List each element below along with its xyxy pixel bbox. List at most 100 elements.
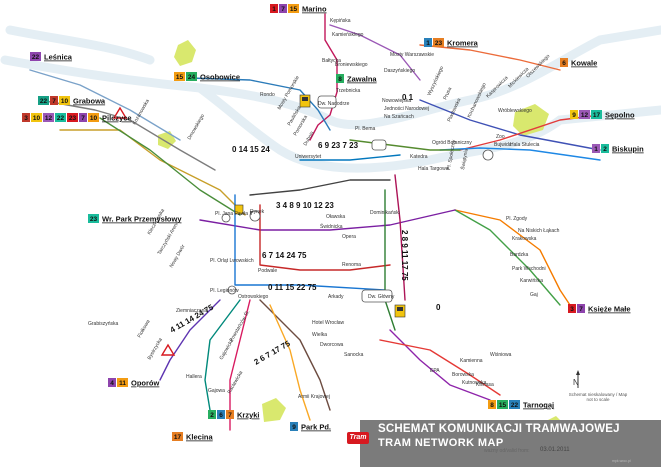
stop-label: Karwińska (520, 278, 543, 284)
terminal-name: Pilczyce (102, 114, 132, 123)
line-badge-number: 11 (119, 380, 126, 387)
line-badge (579, 110, 590, 119)
terminal-name: Marino (302, 5, 327, 14)
stop-label: Arkady (328, 294, 344, 300)
line-badge (22, 113, 30, 122)
stop-label: Pl. Legionów (210, 288, 239, 294)
line-badge (497, 400, 508, 409)
line-badge-number: 17 (174, 434, 182, 441)
stop-label: Wielka (312, 332, 327, 338)
stop-label: Pl. Jana Pawła II (215, 211, 252, 217)
stop-label: Oławska (326, 214, 345, 220)
terminal-name: Biskupin (612, 145, 644, 154)
stop-label: Hala Targowa (418, 166, 449, 172)
stop-label: Grabiszyńska (88, 321, 119, 327)
line-badge-number: 23 (69, 115, 77, 122)
line-badge-number: 2 (603, 146, 607, 153)
stop-label: Pl. Społeczny (446, 139, 457, 170)
line-badge-number: 7 (52, 98, 56, 105)
line-badge-number: 8 (490, 402, 494, 409)
stop-label: Renoma (342, 262, 361, 268)
stop-label: Broniewskiego (335, 62, 368, 68)
stop-label: Zoo (496, 134, 505, 140)
stop-label: Dmowskiego (187, 113, 207, 141)
stop-label: Trzebnicka (336, 88, 360, 94)
stop-label: Nowowiejska (382, 98, 411, 104)
line-badge (31, 113, 42, 122)
validity-date: 03.01.2011 (540, 447, 570, 453)
stop-label: Dw. Nadodrze (318, 101, 350, 107)
line-group-label: 0 (436, 303, 441, 312)
stop-label: Rondo (260, 92, 275, 98)
line-badge-number: 15 (290, 6, 298, 13)
stop-label: Dubois (303, 130, 316, 147)
line-badge-number: 1 (594, 146, 598, 153)
line-badge (217, 410, 225, 419)
line-badge-number: 22 (511, 402, 519, 409)
stop-label: Opera (342, 234, 356, 240)
stop-label: Wróblewskiego (498, 108, 532, 114)
line-group-label: 3 4 8 9 10 12 23 (276, 201, 334, 210)
stop-label: Gajowa (208, 388, 225, 394)
stop-label: Wyszyńskiego (426, 65, 445, 97)
line-badge (43, 113, 54, 122)
stop-label: Kutnowska (462, 380, 487, 386)
stop-label: Jedności Narodowej (384, 106, 429, 112)
line-badge (88, 113, 99, 122)
stop-label: Bujwida (494, 142, 512, 148)
line-badge (591, 110, 602, 119)
line-badge (108, 378, 116, 387)
stop-label: Daszyńskiego (384, 68, 415, 74)
line-badge (59, 96, 70, 105)
line-badge (50, 96, 58, 105)
stop-label: Sanocka (344, 352, 364, 358)
terminal-name: Leśnica (44, 53, 73, 62)
line-badge-number: 9 (292, 424, 296, 431)
river-odra (0, 25, 661, 173)
stop-label: Bardzka (510, 252, 529, 258)
line-badge-number: 12 (581, 112, 589, 119)
line-badge (570, 110, 578, 119)
line-badge-number: 1 (426, 40, 430, 47)
validity-label: ważny od/valid from: (484, 448, 530, 454)
stop-label: Ogród Botaniczny (432, 140, 472, 146)
line-badge (336, 74, 344, 83)
line-group-label: 6 7 14 24 75 (262, 251, 307, 260)
stop-label: Hotel Wrocław (312, 320, 345, 326)
line-badge-number: 3 (570, 306, 574, 313)
line-badge (288, 4, 299, 13)
line-badge-number: 2 (210, 412, 214, 419)
line-badge-number: 9 (572, 112, 576, 119)
line-badge (488, 400, 496, 409)
line-badge-number: 12 (45, 115, 53, 122)
terminal-name: Osobowice (200, 73, 240, 82)
stop-label: Kępińska (330, 18, 351, 24)
line-badge-number: 22 (32, 54, 40, 61)
line-group-label: 0 1 (402, 93, 414, 102)
terminal-leśnica: 22 Leśnica (30, 52, 73, 62)
line-group-label: 0 14 15 24 (232, 145, 270, 154)
line-group-label: 2 6 7 17 75 (253, 339, 293, 367)
stop-label: Dw. Główny (368, 294, 395, 300)
line-badge-number: 6 (219, 412, 223, 419)
stop-label: Hala Stulecia (510, 142, 540, 148)
line-badge-number: 8 (338, 76, 342, 83)
stop-label: Armii Krajowej (298, 394, 330, 400)
line-badge (186, 72, 197, 81)
terminal-name: Sępolno (605, 111, 635, 120)
line-badge (509, 400, 520, 409)
terminal-name: Kowale (571, 59, 597, 68)
line-badge-number: 24 (188, 74, 196, 81)
line-group-label: 6 9 23 7 23 (318, 141, 359, 150)
terminal-name: Klecina (186, 433, 214, 442)
line-badge (208, 410, 216, 419)
line-badge-number: 7 (228, 412, 232, 419)
tram-station-icon (299, 94, 311, 108)
